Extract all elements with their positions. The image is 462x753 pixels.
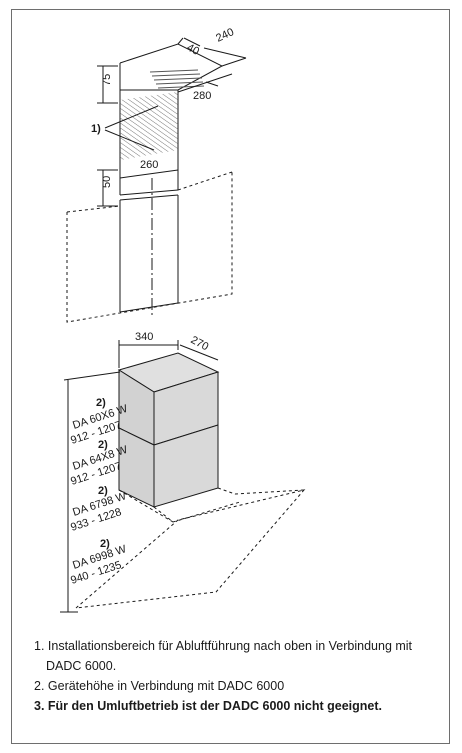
dim-75 <box>97 65 118 104</box>
dim-280-label: 280 <box>193 90 211 102</box>
footnotes: 1. Installationsbereich für Abluftführun… <box>34 636 434 716</box>
dim-50 <box>97 169 118 207</box>
svg-text:2): 2) <box>98 439 108 451</box>
dim-50-label: 50 <box>101 176 113 188</box>
dim-260 <box>119 169 179 179</box>
hood-dimension-diagram: 75 40 240 280 1) 260 50 340 270 <box>60 26 306 613</box>
footnote-3: 3. Für den Umluftbetrieb ist der DADC 60… <box>34 699 382 713</box>
hood-upper-block <box>117 352 220 446</box>
chimney-lower <box>119 189 179 313</box>
dim-270-label: 270 <box>189 334 211 353</box>
footnote-2: 2. Gerätehöhe in Verbindung mit DADC 600… <box>34 679 285 693</box>
model-label-4: 2) DA 6998 W 940 - 1235 <box>69 538 128 587</box>
model-label-3: 2) DA 6798 W 933 - 1228 <box>69 485 128 534</box>
dim-75-label: 75 <box>101 74 113 86</box>
footnote-1: 1. Installationsbereich für Abluftführun… <box>34 639 413 673</box>
installation-area-outline <box>66 171 233 323</box>
dim-340-label: 340 <box>135 331 153 343</box>
glass-canopy <box>74 487 306 609</box>
dim-340-270 <box>118 340 219 368</box>
dim-40-240 <box>177 37 247 67</box>
dim-device-height <box>60 371 121 613</box>
dim-240-label: 240 <box>214 26 236 45</box>
callout-1-leaders <box>104 105 159 151</box>
chimney-upper <box>119 63 179 195</box>
dim-260-label: 260 <box>140 159 158 171</box>
svg-text:2): 2) <box>100 538 110 550</box>
svg-text:2): 2) <box>98 485 108 497</box>
svg-text:2): 2) <box>96 397 106 409</box>
dim-280 <box>177 73 233 93</box>
vent-grille <box>149 69 205 89</box>
dim-40-label: 40 <box>185 42 201 58</box>
hood-lower-block <box>118 424 219 508</box>
callout-1: 1) <box>91 123 101 135</box>
figure-frame <box>11 9 450 744</box>
